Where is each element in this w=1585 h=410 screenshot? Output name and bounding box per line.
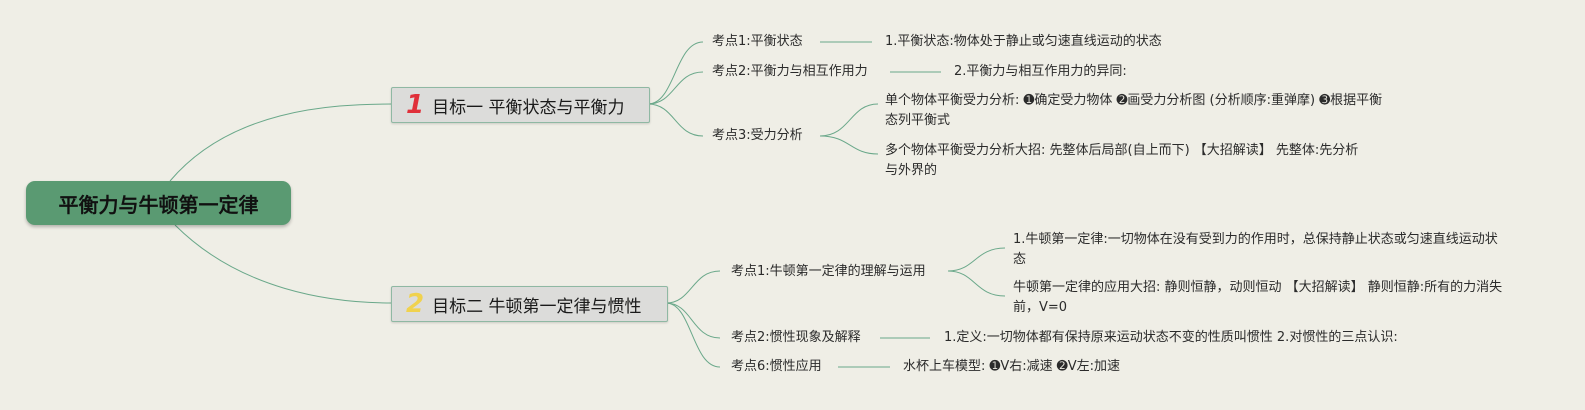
goal2-point3-detail[interactable]: 水杯上车模型: ➊V右:减速 ➋V左:加速 bbox=[903, 359, 1120, 374]
connector-root-goal1 bbox=[169, 103, 393, 182]
goal2-node[interactable]: 2 目标二 牛顿第一定律与惯性 bbox=[391, 286, 668, 322]
goal1-number-icon: 1 bbox=[406, 90, 425, 120]
goal2-label: 目标二 牛顿第一定律与惯性 bbox=[432, 296, 642, 317]
connector-g1p3-d1 bbox=[819, 103, 879, 137]
root-label: 平衡力与牛顿第一定律 bbox=[58, 192, 259, 217]
goal1-point3-detail2[interactable]: 多个物体平衡受力分析大招: 先整体后局部(自上而下) 【大招解读】 先整体:先分… bbox=[885, 143, 1359, 178]
goal2-point3[interactable]: 考点6:惯性应用 bbox=[731, 359, 822, 374]
goal1-point3-detail1[interactable]: 单个物体平衡受力分析: ➊确定受力物体 ➋画受力分析图 (分析顺序:重弹摩) ➌… bbox=[885, 93, 1383, 128]
goal1-point2-detail[interactable]: 2.平衡力与相互作用力的异同: bbox=[954, 64, 1127, 79]
goal2-point1-detail1[interactable]: 1.牛顿第一定律:一切物体在没有受到力的作用时，总保持静止状态或匀速直线运动状态 bbox=[1013, 232, 1498, 267]
connector-g2p1-d1 bbox=[947, 247, 1006, 272]
connector-g1p3-d2 bbox=[819, 135, 879, 155]
goal1-point2[interactable]: 考点2:平衡力与相互作用力 bbox=[712, 64, 868, 79]
goal2-point1-detail2[interactable]: 牛顿第一定律的应用大招: 静则恒静，动则恒动 【大招解读】 静则恒静:所有的力消… bbox=[1013, 280, 1503, 315]
goal1-label: 目标一 平衡状态与平衡力 bbox=[432, 97, 625, 118]
goal2-point2[interactable]: 考点2:惯性现象及解释 bbox=[731, 330, 861, 345]
goal2-number-icon: 2 bbox=[406, 289, 425, 319]
goal2-point2-detail[interactable]: 1.定义:一切物体都有保持原来运动状态不变的性质叫惯性 2.对惯性的三点认识: bbox=[944, 330, 1398, 345]
connector-goal1-p2 bbox=[647, 71, 704, 105]
connector-goal2-p2 bbox=[665, 302, 721, 339]
root-node[interactable]: 平衡力与牛顿第一定律 bbox=[26, 181, 291, 225]
connector-goal1-p1 bbox=[647, 41, 704, 105]
goal1-point3[interactable]: 考点3:受力分析 bbox=[712, 128, 803, 143]
connector-goal2-p1 bbox=[665, 270, 721, 304]
goal1-point1[interactable]: 考点1:平衡状态 bbox=[712, 34, 803, 49]
connector-g2p1-d2 bbox=[947, 270, 1006, 297]
connector-goal2-p3 bbox=[665, 302, 721, 368]
connector-root-goal2 bbox=[174, 224, 393, 304]
goal2-point1[interactable]: 考点1:牛顿第一定律的理解与运用 bbox=[731, 264, 926, 279]
goal1-node[interactable]: 1 目标一 平衡状态与平衡力 bbox=[391, 87, 650, 123]
goal1-point1-detail[interactable]: 1.平衡状态:物体处于静止或匀速直线运动的状态 bbox=[885, 34, 1162, 49]
connector-goal1-p3 bbox=[647, 103, 704, 137]
